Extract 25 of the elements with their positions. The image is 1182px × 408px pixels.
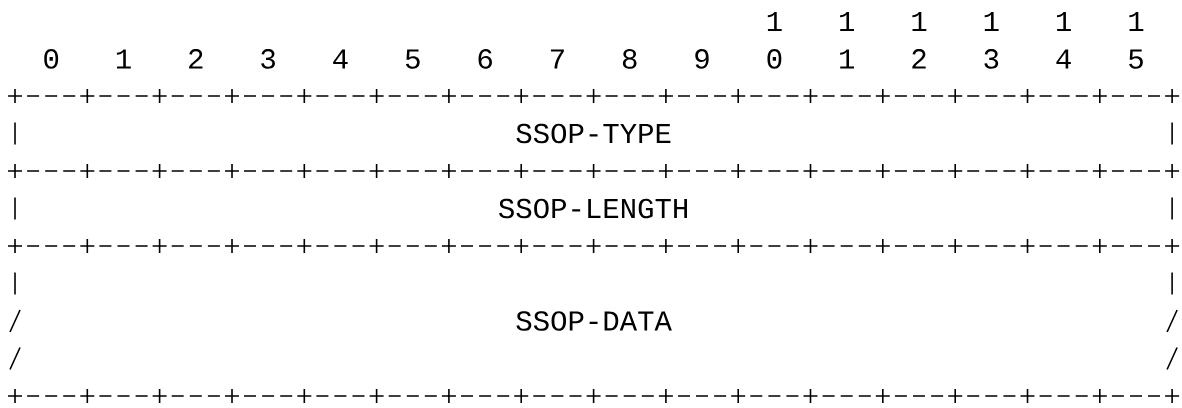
bit-number: 1 xyxy=(1129,11,1144,31)
bit-number: 3 xyxy=(984,49,999,69)
field-box: SSOP-DATA xyxy=(9,271,1178,371)
bit-number: 1 xyxy=(1057,11,1071,31)
bit-number: 5 xyxy=(1129,49,1143,69)
bit-number: 5 xyxy=(405,49,420,69)
bit-number: 4 xyxy=(333,49,348,69)
bit-number: 7 xyxy=(550,49,564,69)
field-box: SSOP-LENGTH xyxy=(14,196,1173,221)
bit-number: 4 xyxy=(1056,49,1071,69)
bit-number: 0 xyxy=(44,49,59,69)
bit-number: 8 xyxy=(622,49,637,69)
bit-number: 0 xyxy=(767,49,782,69)
bit-number: 1 xyxy=(840,11,854,31)
bit-number: 1 xyxy=(767,11,782,31)
bit-number: 3 xyxy=(261,49,275,69)
bit-number: 2 xyxy=(912,49,926,69)
bit-number: 1 xyxy=(912,11,927,31)
field-box: SSOP-TYPE xyxy=(14,121,1173,146)
bit-number: 1 xyxy=(116,49,131,69)
bit-number: 1 xyxy=(984,11,999,31)
bit-number: 9 xyxy=(695,49,709,69)
bit-number: 6 xyxy=(478,49,492,69)
bit-number: 2 xyxy=(189,49,203,69)
bit-number: 1 xyxy=(840,49,854,69)
